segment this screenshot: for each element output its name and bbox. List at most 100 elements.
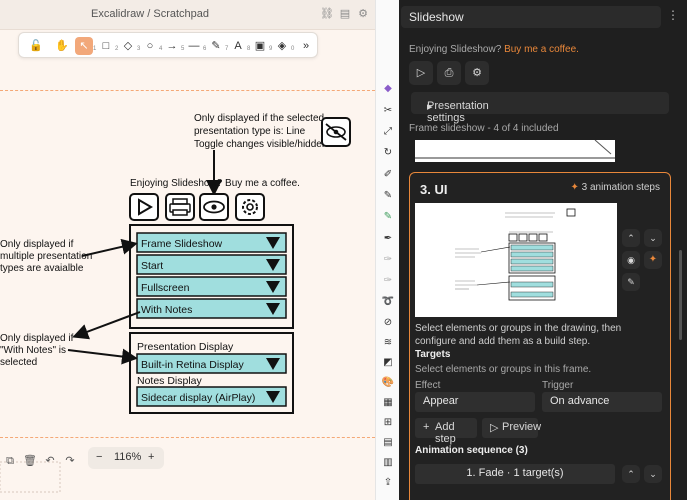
svg-text:With Notes: With Notes (141, 304, 192, 316)
diamond-icon[interactable]: ◇ (123, 40, 133, 52)
rectangle-icon[interactable]: □ (102, 40, 110, 52)
move-up-icon[interactable]: ⌃ (622, 229, 640, 247)
sparkle-action-icon[interactable]: ✦ (644, 251, 662, 269)
play-icon[interactable]: ▷ (409, 61, 433, 85)
window-title: Excalidraw / Scratchpad (91, 8, 209, 20)
pointer-icon[interactable]: ↖ (75, 37, 93, 55)
sticker-icon[interactable]: ⊞ (383, 417, 393, 428)
shape-toolbar: 🔓 ✋ ↖ 1 □ 2 ◇ 3 ○ 4 → 5 — 6 ✎ 7 A 8 ▣ 9 … (18, 32, 318, 58)
arrow-shortcut: 5 (181, 46, 185, 52)
thumbnail-sketch (455, 208, 576, 301)
buy-coffee-link[interactable]: Buy me a coffee. (504, 44, 579, 55)
pencil-icon[interactable]: ✎ (211, 40, 221, 52)
eye-button-sketch (199, 193, 229, 221)
arrow-from-with-notes (72, 311, 141, 340)
visibility-eye-icon[interactable]: ◉ (622, 251, 640, 269)
arrow-icon[interactable]: → (166, 40, 178, 52)
effect-select[interactable]: Appear (415, 392, 535, 412)
rectangle-shortcut: 2 (115, 46, 119, 52)
dropdown-presentation-display: Built-in Retina Display (136, 353, 287, 374)
palette-icon[interactable]: 🎨 (381, 377, 395, 388)
save-icon[interactable]: ▤ (339, 8, 351, 20)
dropdown-fullscreen: Fullscreen (136, 276, 287, 297)
lasso-icon[interactable]: ➰ (381, 296, 395, 307)
settings-gear-icon[interactable]: ⚙ (465, 61, 489, 85)
targets-label: Targets (415, 349, 451, 360)
pen-icon[interactable]: ✎ (383, 190, 393, 201)
rotate-icon[interactable]: ↻ (383, 147, 393, 158)
print-button-sketch (165, 193, 195, 221)
eye-off-icon (321, 117, 351, 147)
svg-text:Frame Slideshow: Frame Slideshow (141, 238, 223, 250)
image-icon[interactable]: ▣ (254, 40, 266, 52)
slideshow-panel: Slideshow ⋮ Enjoying Slideshow? Buy me a… (399, 0, 687, 500)
frame-thumbnail[interactable] (415, 203, 617, 317)
diamond-shortcut: 3 (137, 46, 141, 52)
step-title: 3. UI (420, 182, 448, 197)
lock-icon[interactable]: 🔓 (29, 40, 43, 52)
eraser-icon[interactable]: ◈ (277, 40, 287, 52)
presentation-display-label: Presentation Display (137, 341, 234, 353)
drawing-canvas[interactable]: Only displayed if the selected presentat… (0, 0, 375, 500)
previous-frame-preview[interactable] (415, 139, 615, 162)
zoom-out-button[interactable]: − (96, 451, 103, 463)
duplicate-icon[interactable]: ⧉ (6, 455, 14, 467)
trigger-select[interactable]: On advance (542, 392, 662, 412)
edit-icon[interactable]: ✎ (622, 273, 640, 291)
shapes-icon[interactable]: ◩ (383, 357, 393, 368)
svg-text:Fullscreen: Fullscreen (141, 282, 190, 294)
line-icon[interactable]: — (188, 40, 200, 52)
plugin-icon[interactable]: ◆ (384, 83, 392, 94)
trigger-label: Trigger (542, 380, 574, 391)
canvas-pane[interactable]: Excalidraw / Scratchpad ⛓ ▤ ⚙ 🔓 ✋ ↖ 1 □ … (0, 0, 375, 500)
panel-enjoying-prefix: Enjoying Slideshow? (409, 44, 502, 55)
note-left1-line1: Only displayed if (0, 239, 74, 250)
note-left1-line3: types are avaialble (0, 263, 84, 274)
sequence-item[interactable]: 1. Fade · 1 target(s) (415, 464, 615, 484)
add-step-label: Add step (435, 421, 456, 445)
move-down-icon[interactable]: ⌄ (644, 229, 662, 247)
link-icon[interactable]: ⛓ (320, 8, 334, 20)
slides-icon[interactable]: ▦ (383, 397, 393, 408)
notes-display-label: Notes Display (137, 375, 203, 387)
dropdown-notes-display: Sidecar display (AirPlay) (136, 386, 287, 407)
redo-icon[interactable]: ↷ (65, 455, 75, 467)
step-instructions: Select elements or groups in the drawing… (415, 323, 622, 347)
title-bar: Excalidraw / Scratchpad ⛓ ▤ ⚙ (0, 0, 375, 30)
ellipse-icon[interactable]: ○ (146, 40, 154, 52)
wave-icon[interactable]: ≋ (383, 337, 393, 348)
undo-icon[interactable]: ↶ (45, 455, 55, 467)
feather-icon[interactable]: ✑ (383, 254, 393, 265)
marker-icon[interactable]: ✒ (383, 233, 393, 244)
sequence-up-icon[interactable]: ⌃ (622, 465, 640, 483)
animation-steps-badge: ✦ 3 animation steps (570, 182, 660, 193)
panel-tab[interactable]: Slideshow (401, 6, 661, 28)
settings-icon[interactable]: ⚙ (358, 8, 368, 20)
panel-scrollbar[interactable] (679, 250, 682, 340)
zoom-level[interactable]: 116% (114, 451, 142, 463)
frame-border-top (0, 90, 375, 91)
hand-icon[interactable]: ✋ (55, 40, 69, 52)
preview-button[interactable]: ▷ Preview (482, 418, 541, 438)
sequence-down-icon[interactable]: ⌄ (644, 465, 662, 483)
add-step-button[interactable]: + Add step (415, 418, 477, 445)
note-left2-line2: "With Notes" is (0, 345, 66, 356)
zoom-in-button[interactable]: + (148, 451, 155, 463)
trash-icon[interactable]: 🗑 (23, 455, 37, 467)
grid-icon[interactable]: ▥ (383, 457, 393, 468)
more-tools-icon[interactable]: » (302, 40, 310, 52)
sequence-item-label: 1. Fade · 1 target(s) (466, 467, 564, 479)
print-icon[interactable]: ⎙ (437, 61, 461, 85)
pin-icon[interactable]: ⊘ (383, 317, 393, 328)
layers-icon[interactable]: ▤ (383, 437, 393, 448)
arrow-to-frame-dropdown (81, 238, 138, 257)
text-icon[interactable]: A (234, 40, 242, 52)
scissors-icon[interactable]: ✂ (383, 105, 393, 116)
quill-icon[interactable]: ✑ (383, 275, 393, 286)
brush-icon[interactable]: ✐ (383, 169, 393, 180)
more-options-icon[interactable]: ⋮ (667, 8, 679, 22)
highlighter-icon[interactable]: ✎ (383, 211, 393, 222)
presentation-settings-toggle[interactable]: ▸ Presentation settings (411, 92, 669, 124)
export-icon[interactable]: ⇪ (383, 477, 393, 488)
expand-icon[interactable]: ⤢ (384, 126, 392, 137)
